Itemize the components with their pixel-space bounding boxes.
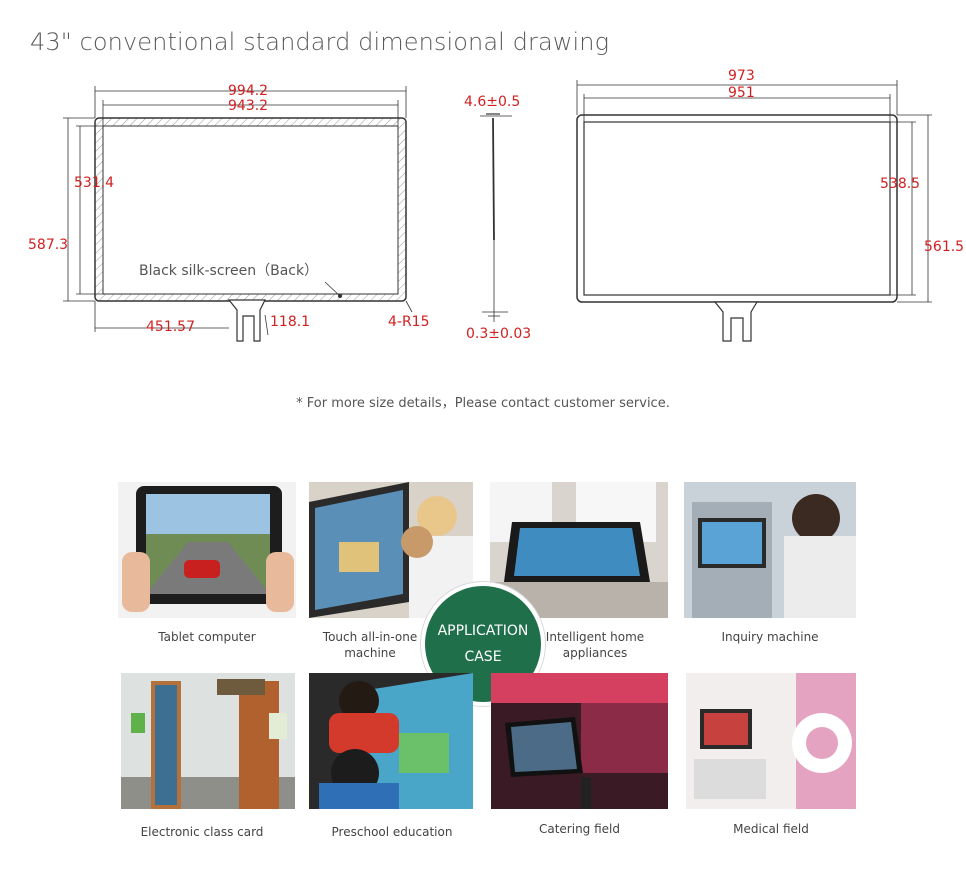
front-offset-left: 451.57 <box>146 319 195 335</box>
caption-electronic-class-card: Electronic class card <box>140 825 264 839</box>
caption-preschool-education: Preschool education <box>331 825 453 839</box>
back-inner-height: 538.5 <box>880 176 920 192</box>
catering-field-image <box>491 673 668 809</box>
front-outer-height: 587.3 <box>28 237 68 253</box>
caption-catering-field: Catering field <box>538 822 621 836</box>
front-corner-radius: 4-R15 <box>388 314 430 330</box>
side-thickness-bottom: 0.3±0.03 <box>466 326 531 342</box>
back-outer-width: 973 <box>728 68 755 84</box>
badge-line1: APPLICATION <box>437 623 529 639</box>
back-inner-width: 951 <box>728 85 755 101</box>
caption-medical-field: Medical field <box>733 822 809 836</box>
front-outer-width: 994.2 <box>228 83 268 99</box>
inquiry-machine-image <box>684 482 856 618</box>
caption-touch-all-in-one: Touch all-in-one machine <box>322 630 418 660</box>
footnote: * For more size details，Please contact c… <box>296 396 670 411</box>
intelligent-home-image <box>490 482 668 618</box>
dimensional-drawing: 994.2 943.2 531.4 587.3 Black silk-scree… <box>28 68 964 342</box>
electronic-class-card-image <box>121 673 295 809</box>
side-view <box>480 113 512 322</box>
badge-line2: CASE <box>464 649 502 665</box>
side-thickness-top: 4.6±0.5 <box>464 94 520 110</box>
preschool-education-image <box>309 673 473 809</box>
caption-tablet-computer: Tablet computer <box>158 630 256 644</box>
front-inner-width: 943.2 <box>228 98 268 114</box>
front-view <box>63 86 413 342</box>
silkscreen-label: Black silk-screen（Back） <box>139 263 318 279</box>
front-connector-width: 118.1 <box>270 314 310 330</box>
caption-inquiry-machine: Inquiry machine <box>721 630 819 644</box>
caption-intelligent-home: Intelligent home appliances <box>545 630 645 660</box>
medical-field-image <box>686 673 856 809</box>
back-outer-height: 561.5 <box>924 239 964 255</box>
back-view <box>576 80 932 342</box>
tablet-computer-image <box>118 482 296 618</box>
page-title: 43" conventional standard dimensional dr… <box>30 28 610 56</box>
front-inner-height: 531.4 <box>74 175 114 191</box>
